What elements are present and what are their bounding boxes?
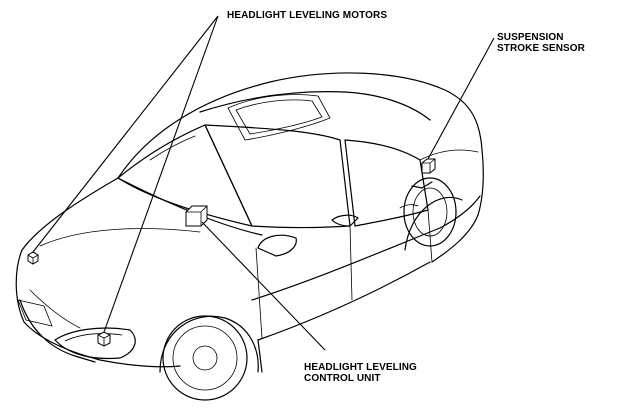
leader-lines	[32, 15, 495, 351]
leader-stroke-sensor	[427, 37, 495, 160]
leader-motor-left	[32, 15, 219, 253]
leader-motor-right	[103, 15, 219, 333]
leader-control-unit	[201, 221, 326, 351]
headlight-leveling-motor-left	[27, 251, 39, 265]
headlight-leveling-motor-right	[97, 331, 111, 347]
car-outline	[15, 72, 484, 401]
label-headlight-leveling-motors: HEADLIGHT LEVELING MOTORS	[227, 10, 388, 21]
headlight-leveling-control-unit	[185, 205, 208, 227]
label-headlight-leveling-control-unit: HEADLIGHT LEVELING CONTROL UNIT	[304, 362, 417, 384]
label-suspension-stroke-sensor: SUSPENSION STROKE SENSOR	[497, 32, 585, 54]
suspension-stroke-sensor	[421, 158, 436, 174]
